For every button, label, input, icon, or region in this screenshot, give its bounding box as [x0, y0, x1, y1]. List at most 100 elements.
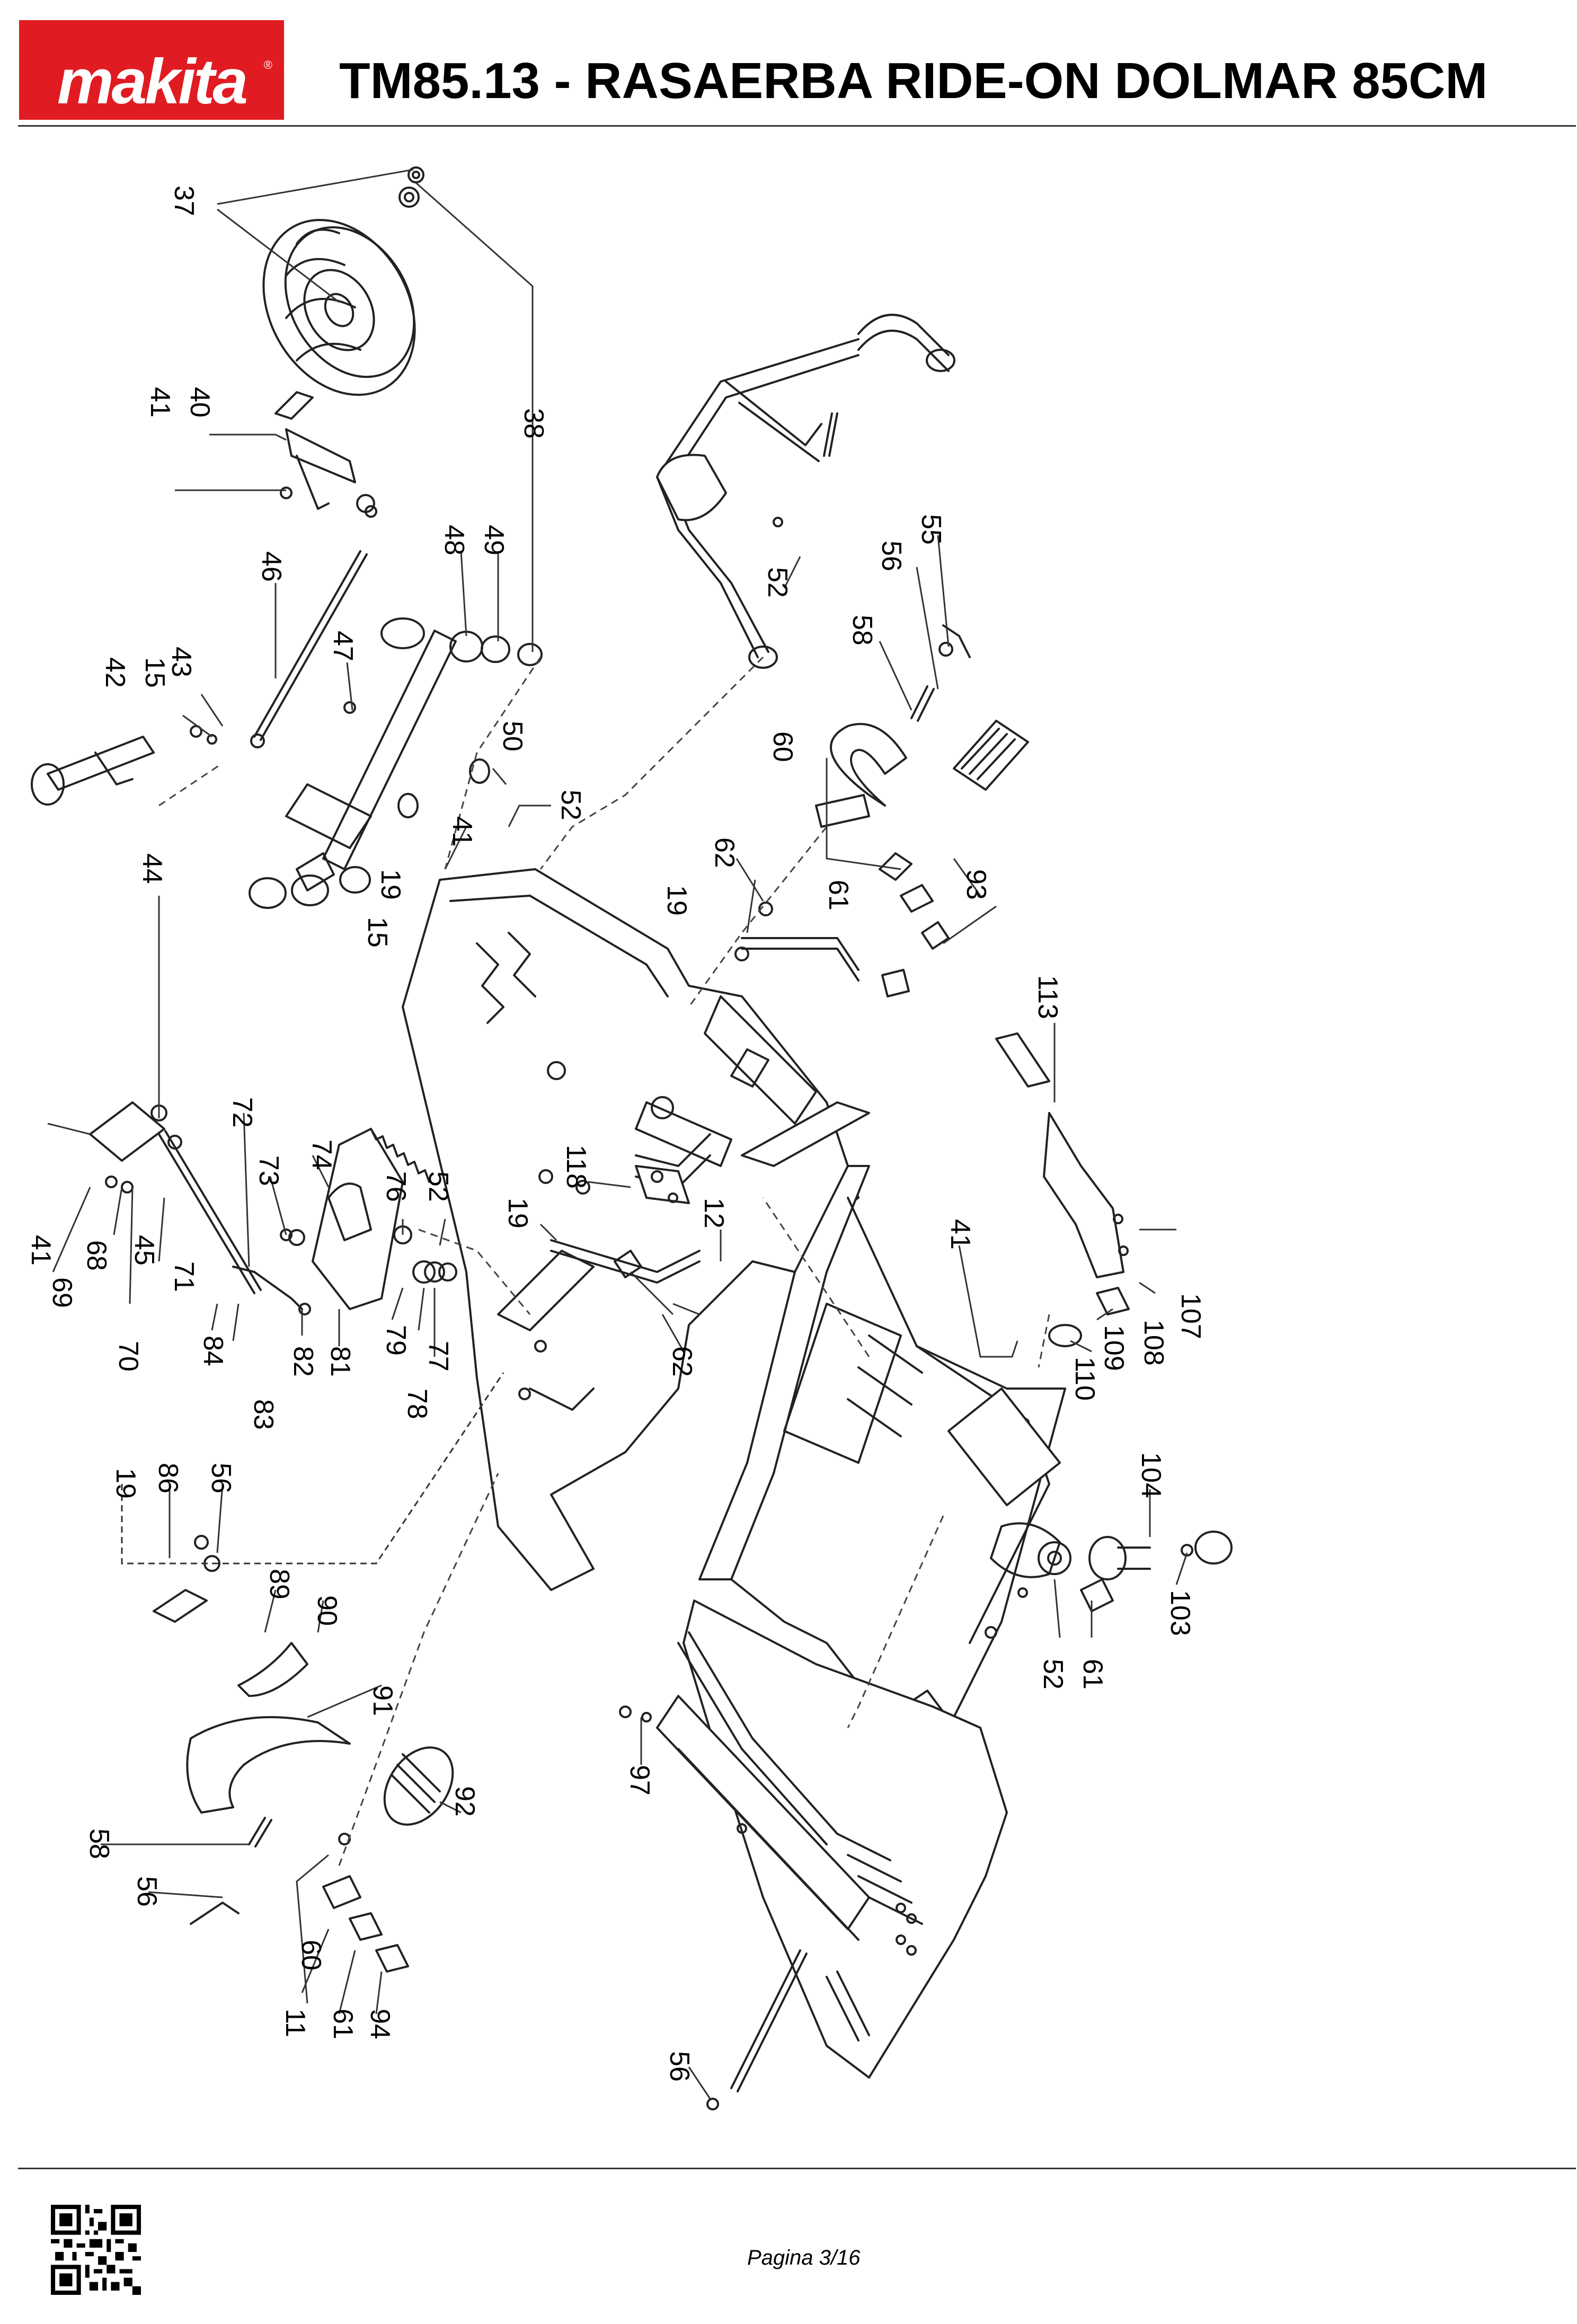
- exploded-parts-diagram: 37 38 40 41 46 48 49 47 42 15 43 50 52 4…: [25, 166, 1233, 2110]
- makita-logo: makita ®: [19, 20, 284, 120]
- header-divider: [18, 125, 1576, 127]
- callout-91: 91: [367, 1685, 398, 1716]
- callout-40: 40: [184, 387, 215, 418]
- rear-deck-plate: [677, 1600, 1008, 2079]
- callout-68: 68: [81, 1240, 112, 1271]
- callout-74: 74: [306, 1139, 337, 1170]
- callout-41: 41: [25, 1235, 56, 1266]
- callout-52: 52: [762, 567, 793, 598]
- callout-72: 72: [227, 1097, 258, 1128]
- callout-62: 62: [709, 837, 740, 868]
- callout-93: 93: [961, 869, 991, 900]
- callout-41: 41: [447, 816, 477, 847]
- registered-mark: ®: [263, 58, 272, 72]
- callout-103: 103: [1165, 1590, 1195, 1636]
- callout-70: 70: [113, 1341, 144, 1372]
- callout-12: 12: [698, 1198, 729, 1229]
- rear-hub: [1080, 1531, 1233, 1612]
- callout-47: 47: [327, 631, 358, 661]
- callout-15: 15: [139, 657, 170, 688]
- callout-56: 56: [876, 541, 907, 571]
- seat-adjuster: [550, 1165, 701, 1284]
- steering-arm: [31, 725, 217, 806]
- callout-58: 58: [847, 615, 878, 646]
- callout-89: 89: [264, 1569, 295, 1600]
- callout-52: 52: [555, 790, 586, 820]
- callout-19: 19: [110, 1468, 141, 1499]
- callout-94: 94: [365, 2009, 395, 2039]
- seat-support-structure: [698, 1165, 1071, 1750]
- callout-110: 110: [1069, 1357, 1100, 1401]
- callout-55: 55: [916, 514, 946, 545]
- front-axle-beam: [249, 617, 543, 909]
- callout-62: 62: [667, 1346, 697, 1377]
- callout-76: 76: [380, 1171, 411, 1202]
- callout-83: 83: [248, 1399, 279, 1430]
- callout-84: 84: [198, 1336, 228, 1366]
- callout-15: 15: [362, 917, 393, 948]
- callout-11: 11: [280, 2009, 311, 2037]
- brand-wordmark: makita: [57, 46, 248, 117]
- page-number: Pagina 3/16: [747, 2246, 861, 2269]
- callout-19: 19: [375, 869, 406, 900]
- callout-46: 46: [256, 551, 287, 582]
- callout-44: 44: [137, 853, 167, 884]
- callout-79: 79: [380, 1325, 411, 1356]
- callout-104: 104: [1136, 1452, 1166, 1498]
- callout-38: 38: [518, 408, 549, 439]
- callout-58: 58: [84, 1828, 114, 1859]
- callout-37: 37: [169, 185, 199, 216]
- callout-81: 81: [325, 1346, 356, 1377]
- callout-52: 52: [1038, 1659, 1068, 1690]
- callout-107: 107: [1175, 1293, 1206, 1339]
- callout-41: 41: [945, 1219, 976, 1250]
- callout-49: 49: [479, 525, 509, 555]
- side-rail: [619, 1695, 870, 1941]
- callout-97: 97: [624, 1765, 655, 1796]
- drag-link: [89, 1101, 262, 1294]
- callout-61: 61: [1077, 1659, 1108, 1690]
- callout-41: 41: [145, 387, 175, 418]
- callout-92: 92: [449, 1786, 480, 1817]
- callout-56: 56: [206, 1463, 236, 1494]
- callout-77: 77: [423, 1341, 454, 1372]
- front-wheel: [262, 166, 424, 396]
- callout-60: 60: [767, 731, 798, 762]
- callout-82: 82: [288, 1346, 318, 1377]
- axle-pivot-arm: [274, 391, 377, 518]
- callout-60: 60: [296, 1940, 326, 1970]
- callout-19: 19: [661, 885, 692, 916]
- footer-divider: [18, 2168, 1576, 2169]
- side-rod: [730, 1949, 808, 2092]
- pedal-assembly-right: [734, 624, 1029, 997]
- callout-73: 73: [253, 1155, 284, 1186]
- page-title: TM85.13 - RASAERBA RIDE-ON DOLMAR 85CM: [339, 52, 1488, 109]
- main-chassis-frame: [402, 868, 870, 1591]
- qr-code-icon: [51, 2205, 141, 2295]
- callout-45: 45: [129, 1235, 160, 1266]
- rear-handle-bar: [656, 314, 955, 669]
- callout-113: 113: [1032, 975, 1063, 1019]
- callout-48: 48: [439, 525, 469, 555]
- callout-56: 56: [664, 2051, 695, 2082]
- callout-43: 43: [166, 647, 197, 677]
- callout-56: 56: [131, 1876, 162, 1907]
- callout-108: 108: [1138, 1320, 1169, 1366]
- callout-50: 50: [497, 721, 528, 752]
- tie-rod: [253, 550, 368, 741]
- callout-71: 71: [169, 1261, 199, 1292]
- callout-61: 61: [327, 2009, 358, 2039]
- callout-19: 19: [502, 1198, 533, 1229]
- callout-90: 90: [312, 1595, 342, 1626]
- callout-109: 109: [1098, 1325, 1129, 1371]
- callout-42: 42: [100, 657, 130, 688]
- callout-118: 118: [561, 1145, 591, 1189]
- callout-69: 69: [47, 1277, 77, 1308]
- callout-52: 52: [423, 1171, 454, 1202]
- callout-86: 86: [153, 1463, 183, 1494]
- callout-61: 61: [823, 880, 854, 911]
- steering-sector: [232, 1128, 457, 1315]
- callout-78: 78: [402, 1389, 432, 1419]
- pedal-assembly-left: [153, 1535, 454, 1973]
- steering-column-lever: [995, 1032, 1130, 1347]
